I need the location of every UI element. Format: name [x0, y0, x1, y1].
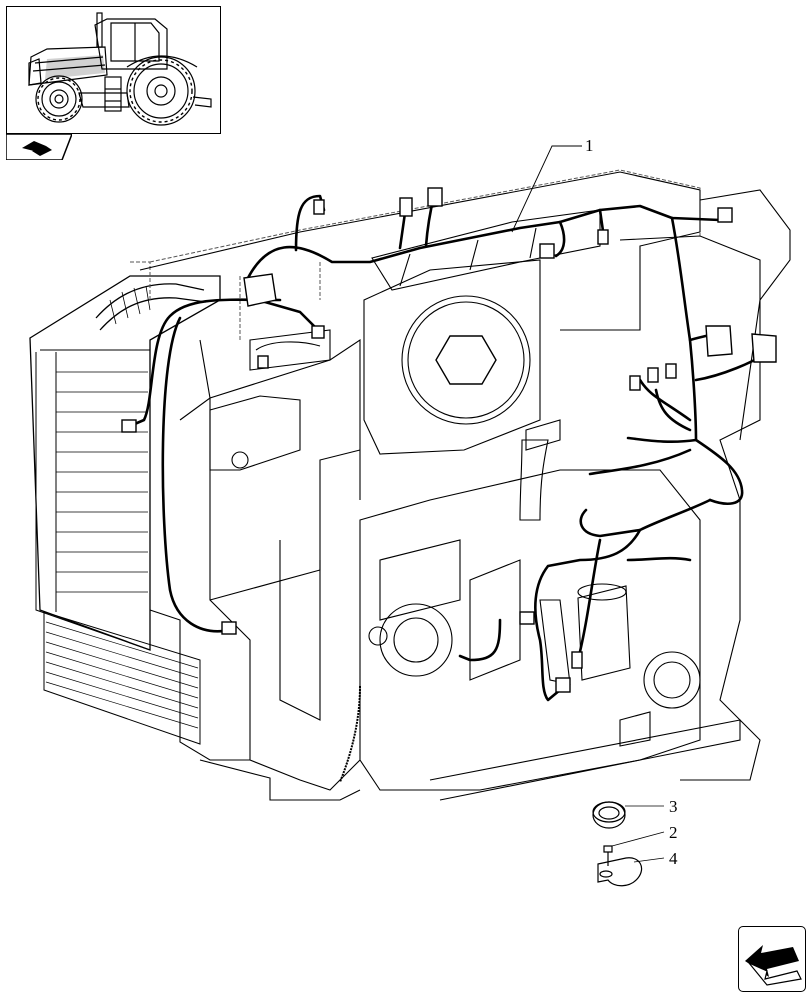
callout-4: 4 [669, 849, 678, 868]
engine-block [130, 169, 701, 340]
previous-page-arrow-icon [745, 945, 802, 986]
connectors [121, 187, 777, 693]
tractor-thumbnail-icon [28, 12, 212, 126]
screw-part [603, 831, 665, 866]
hose-clamp-part [592, 801, 664, 829]
p-clip-part [597, 857, 665, 887]
intake-hose [209, 329, 561, 521]
callout-1: 1 [585, 136, 594, 155]
callout-3: 3 [669, 797, 678, 816]
previous-page-button[interactable] [738, 926, 806, 992]
tractor-thumbnail [6, 6, 221, 134]
engine-block-front [139, 171, 791, 801]
section-marker [5, 133, 74, 161]
callout-2: 2 [669, 823, 678, 842]
radiator-assembly [29, 275, 221, 745]
section-marker-icon [5, 133, 74, 161]
